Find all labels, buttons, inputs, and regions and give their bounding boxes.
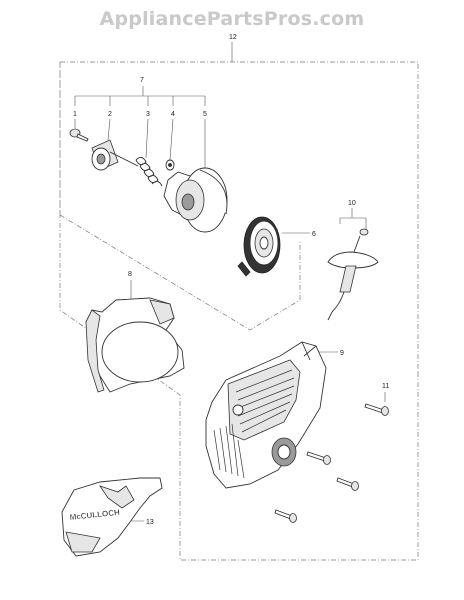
watermark-text: AppliancePartsPros.com [99,8,365,30]
part-13-decal: McCULLOCH [61,477,163,557]
part-3-spring [135,157,163,187]
assembly-boundary [59,61,419,561]
callout-6: 6 [312,231,316,238]
callout-11: 11 [382,383,389,390]
part-8-shroud [85,297,185,393]
part-11-screws [274,403,389,523]
leader-7-bracket [74,86,206,106]
callout-12: 12 [229,34,237,41]
part-5-pulley [163,167,228,233]
callout-3: 3 [146,111,150,118]
callout-2: 2 [108,111,112,118]
part-4-washer [165,159,175,171]
part-10-starter-handle [327,228,379,321]
callout-8: 8 [128,271,132,278]
callout-13: 13 [146,519,154,526]
leader-2 [107,118,111,141]
callout-5: 5 [203,111,207,118]
callout-9: 9 [340,350,344,357]
callout-1: 1 [73,111,77,118]
leader-4 [169,118,174,161]
leader-3 [145,118,149,159]
part-9-starter-housing [205,341,327,489]
part-6-spring-cassette [237,216,281,277]
callout-10: 10 [348,200,356,207]
leader-10 [339,208,367,230]
part-1-screw [69,128,89,142]
part-2-hub [91,139,139,171]
callout-4: 4 [171,111,175,118]
callout-7: 7 [140,77,144,84]
